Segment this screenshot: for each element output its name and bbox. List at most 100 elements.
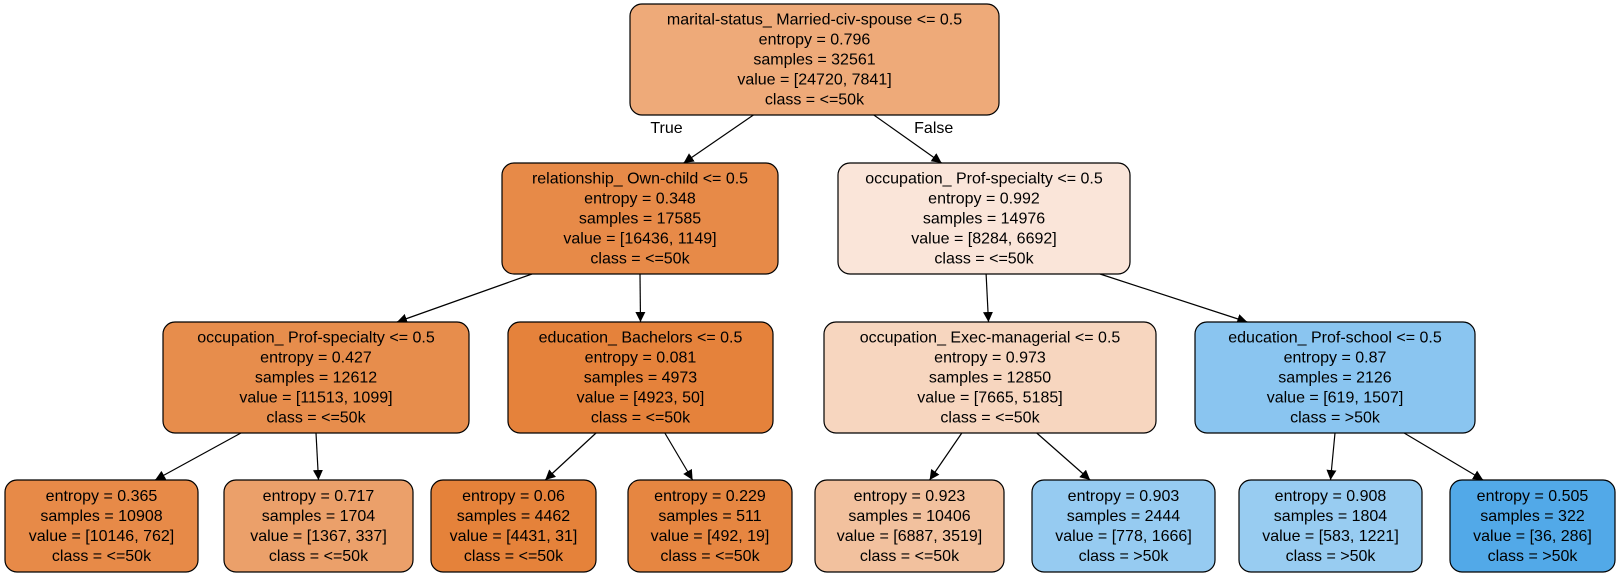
node-text-line: samples = 1804 [1274,508,1388,525]
node-text-line: entropy = 0.717 [263,488,375,505]
node-text-line: class = <=50k [765,92,865,109]
edge-n6-n13 [1326,432,1337,481]
node-text-line: class = <=50k [660,548,760,565]
nodes-layer: marital-status_ Married-civ-spouse <= 0.… [4,3,1616,573]
edge-label-false: False [914,120,953,137]
node-text-line: samples = 32561 [753,52,875,69]
node-text-line: class = <=50k [934,251,1034,268]
edge-n2-n6 [1099,273,1248,324]
node-text-line: samples = 14976 [923,211,1045,228]
node-box [4,479,199,573]
node-box [837,162,1131,275]
node-text-line: entropy = 0.229 [654,488,766,505]
node-text-line: class = <=50k [464,548,564,565]
tree-node-n5: occupation_ Exec-managerial <= 0.5 entrop… [823,321,1157,434]
node-text-line: entropy = 0.973 [934,350,1046,367]
tree-node-n12: entropy = 0.903 samples = 2444 value = [77… [1031,479,1216,573]
node-text-line: value = [24720, 7841] [737,72,891,89]
tree-node-n4: education_ Bachelors <= 0.5 entropy = 0.0… [507,321,774,434]
node-text-line: education_ Bachelors <= 0.5 [539,330,743,347]
node-text-line: value = [6887, 3519] [837,528,982,545]
node-text-line: relationship_ Own-child <= 0.5 [532,171,748,188]
edge-n0-n1 [683,114,754,164]
edge-n3-n7 [154,432,242,481]
node-text-line: class = >50k [1290,410,1381,427]
edge-n4-n9 [544,432,597,481]
edge-n0-n2 [873,114,942,164]
node-text-line: value = [36, 286] [1473,528,1592,545]
node-text-line: class = <=50k [590,251,690,268]
node-text-line: samples = 12612 [255,370,377,387]
edge-label-true: True [650,120,682,137]
node-text-line: value = [7665, 5185] [917,390,1062,407]
node-text-line: samples = 511 [658,508,761,525]
edge-n4-n10 [664,432,694,481]
edge-n1-n3 [396,273,533,324]
node-text-line: value = [10146, 762] [29,528,174,545]
node-text-line: samples = 17585 [579,211,701,228]
edge-n5-n11 [929,432,963,481]
node-box [1031,479,1216,573]
node-box [627,479,793,573]
edge-n5-n12 [1036,432,1091,481]
node-text-line: class = <=50k [591,410,691,427]
node-text-line: value = [1367, 337] [250,528,387,545]
node-text-line: samples = 1704 [262,508,376,525]
edges-layer: True False [154,114,1484,481]
node-box [629,3,1000,116]
node-text-line: value = [4431, 31] [450,528,578,545]
node-text-line: samples = 4973 [584,370,698,387]
edge-n6-n14 [1403,432,1484,481]
node-text-line: samples = 4462 [457,508,571,525]
node-text-line: class = >50k [1286,548,1377,565]
node-text-line: occupation_ Prof-specialty <= 0.5 [865,171,1103,188]
tree-node-n0: marital-status_ Married-civ-spouse <= 0.… [629,3,1000,116]
tree-node-n1: relationship_ Own-child <= 0.5 entropy = … [501,162,779,275]
node-box [507,321,774,434]
tree-node-n11: entropy = 0.923 samples = 10406 value = [6… [814,479,1005,573]
tree-node-n2: occupation_ Prof-specialty <= 0.5 entropy… [837,162,1131,275]
node-box [823,321,1157,434]
node-box [430,479,597,573]
node-text-line: entropy = 0.348 [584,191,696,208]
edge-n3-n8 [312,432,323,481]
node-text-line: entropy = 0.903 [1068,488,1180,505]
edge-n1-n4 [635,273,646,323]
node-box [1238,479,1423,573]
node-text-line: value = [4923, 50] [577,390,705,407]
tree-node-n9: entropy = 0.06 samples = 4462 value = [443… [430,479,597,573]
node-box [1194,321,1476,434]
node-text-line: entropy = 0.505 [1477,488,1589,505]
node-text-line: class = <=50k [940,410,1040,427]
node-text-line: entropy = 0.908 [1275,488,1387,505]
node-text-line: entropy = 0.992 [928,191,1040,208]
node-text-line: class = >50k [1079,548,1170,565]
node-text-line: value = [778, 1666] [1055,528,1192,545]
node-box [162,321,470,434]
tree-node-n8: entropy = 0.717 samples = 1704 value = [13… [223,479,414,573]
node-text-line: class = <=50k [269,548,369,565]
node-text-line: class = <=50k [52,548,152,565]
node-text-line: value = [11513, 1099] [239,390,392,407]
node-text-line: occupation_ Exec-managerial <= 0.5 [860,330,1121,347]
node-text-line: samples = 2444 [1067,508,1181,525]
node-text-line: samples = 10406 [848,508,970,525]
node-text-line: samples = 10908 [40,508,162,525]
tree-node-n3: occupation_ Prof-specialty <= 0.5entropy… [162,321,470,434]
node-text-line: entropy = 0.06 [462,488,565,505]
node-text-line: samples = 2126 [1278,370,1392,387]
node-text-line: entropy = 0.923 [854,488,966,505]
node-text-line: value = [8284, 6692] [911,231,1056,248]
node-text-line: entropy = 0.796 [759,32,871,49]
node-text-line: class = <=50k [266,410,366,427]
node-text-line: entropy = 0.081 [585,350,697,367]
node-text-line: class = >50k [1488,548,1579,565]
node-text-line: samples = 12850 [929,370,1051,387]
node-text-line: entropy = 0.427 [260,350,372,367]
